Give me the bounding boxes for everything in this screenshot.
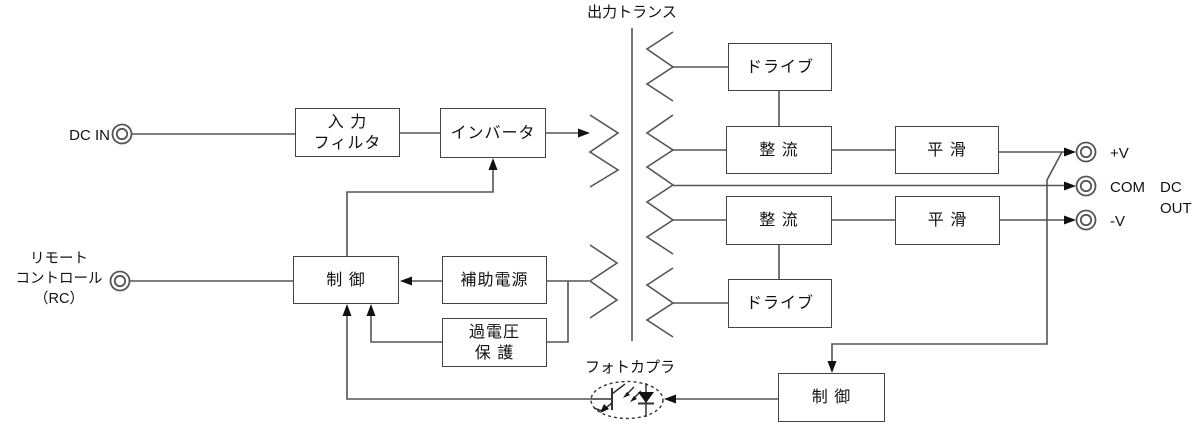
block-drive-top-label: ドライブ	[745, 58, 814, 76]
transformer-secondary-bottom	[645, 267, 675, 338]
transformer-secondary-top	[645, 31, 675, 102]
block-overvoltage-protection: 過電圧 保 護	[442, 318, 547, 367]
wire-ovp-aux	[547, 281, 569, 343]
block-control-left-label: 制 御	[326, 271, 366, 289]
com-label: COM	[1110, 179, 1145, 196]
light-arrow-1-head	[623, 392, 630, 398]
photocoupler-label: フォトカプラ	[584, 359, 675, 376]
output-transformer-label: 出力トランス	[587, 4, 677, 21]
arrow-ovp-into-control	[366, 304, 376, 316]
arrow-into-plusv	[1064, 147, 1076, 157]
dc-out-label-line2: OUT	[1160, 200, 1192, 217]
transformer-aux-winding	[588, 244, 619, 319]
block-smoothing-top-label: 平 滑	[927, 141, 967, 159]
block-control-right-label: 制 御	[811, 389, 852, 406]
plus-v-label: +V	[1110, 145, 1129, 162]
block-ovp-label-2: 保 護	[474, 344, 515, 362]
com-terminal	[1075, 175, 1097, 197]
block-inverter: インバータ	[440, 108, 546, 158]
wire-feedback	[831, 151, 1063, 370]
photocoupler-outline	[590, 380, 664, 420]
arrow-aux-into-control	[400, 276, 412, 286]
dc-out-label-line1: DC	[1160, 179, 1182, 196]
wire-photocoupler-control	[346, 307, 591, 400]
remote-control-label-line1: リモート	[30, 251, 88, 267]
block-aux-power-label: 補助電源	[460, 271, 529, 289]
wire-ovp-control	[370, 307, 442, 343]
photocoupler-symbol	[590, 380, 664, 420]
block-rectifier-bottom: 整 流	[726, 196, 832, 245]
remote-control-label: リモート コントロール （RC）	[8, 249, 110, 309]
block-input-filter: 入 力 フィルタ	[295, 108, 400, 157]
minus-v-label: -V	[1110, 213, 1125, 230]
block-input-filter-label-1: 入 力	[327, 113, 368, 131]
arrow-into-inverter	[488, 158, 498, 170]
block-inverter-label: インバータ	[450, 124, 536, 142]
arrow-into-com	[1064, 181, 1076, 191]
arrow-photo-into-control	[342, 304, 352, 316]
block-ovp-label-1: 過電圧	[468, 323, 520, 341]
wire-control-inverter	[346, 161, 494, 256]
block-smoothing-bottom-label: 平 滑	[927, 212, 968, 229]
block-rectifier-top: 整 流	[726, 126, 832, 174]
rc-terminal	[109, 270, 131, 292]
remote-control-label-line3: （RC）	[34, 291, 84, 307]
block-control-left: 制 御	[293, 256, 399, 304]
block-input-filter-label-2: フィルタ	[313, 134, 382, 152]
block-drive-top: ドライブ	[728, 43, 832, 91]
phototransistor-collector	[611, 383, 626, 395]
block-smoothing-top: 平 滑	[895, 126, 999, 174]
block-drive-bottom-label: ドライブ	[745, 295, 814, 312]
arrow-into-photocoupler	[664, 394, 676, 404]
block-smoothing-bottom: 平 滑	[895, 196, 1000, 245]
transformer-primary-winding	[588, 114, 620, 188]
remote-control-label-line2: コントロール	[15, 271, 103, 287]
arrow-into-transformer	[578, 128, 590, 138]
block-drive-bottom: ドライブ	[728, 279, 832, 328]
light-arrow-2-head	[630, 396, 637, 402]
block-rectifier-bottom-label: 整 流	[759, 212, 799, 229]
block-control-right: 制 御	[778, 373, 885, 422]
phototransistor-emitter-arrowhead	[600, 404, 609, 413]
dc-out-label: DC OUT	[1160, 177, 1192, 219]
dc-in-terminal	[111, 123, 133, 145]
led-triangle	[638, 392, 654, 403]
plus-v-terminal	[1075, 141, 1097, 163]
minus-v-terminal	[1075, 209, 1097, 231]
phototransistor-emitter-exit	[593, 407, 603, 412]
block-aux-power: 補助電源	[442, 256, 547, 304]
dc-in-label: DC IN	[69, 127, 110, 144]
arrow-feedback-into-control	[827, 361, 837, 373]
block-rectifier-top-label: 整 流	[759, 141, 799, 159]
arrow-into-minusv	[1064, 215, 1076, 225]
transformer-secondary-main	[645, 114, 675, 255]
